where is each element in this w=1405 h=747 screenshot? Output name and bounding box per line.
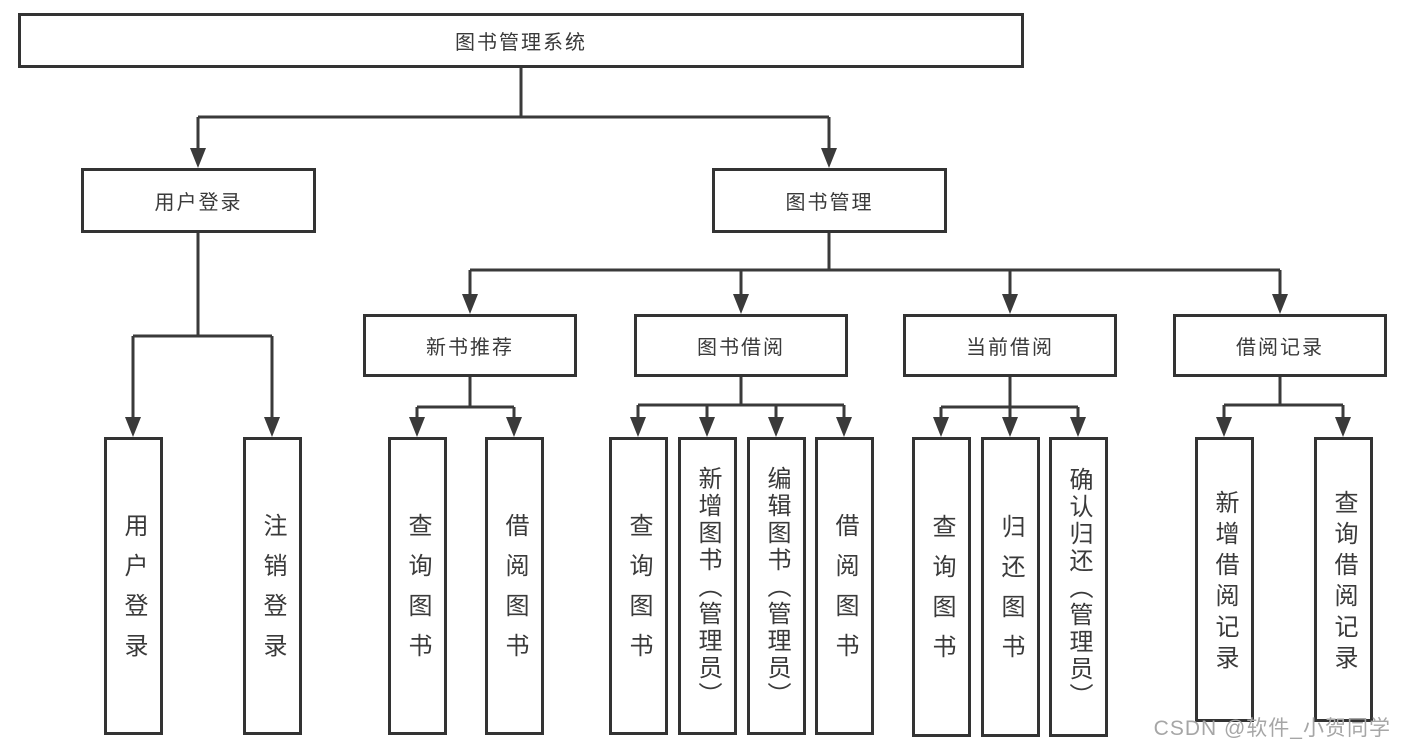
node-confirm-return-admin: 确认归还（管理员） [1049, 437, 1108, 737]
node-book-borrow: 图书借阅 [634, 314, 848, 377]
node-borrow-books: 借阅图书 [815, 437, 874, 735]
node-current-borrow: 当前借阅 [903, 314, 1117, 377]
node-borrow-records: 借阅记录 [1173, 314, 1387, 377]
node-query-books-borrow: 查询图书 [609, 437, 668, 735]
node-borrow-books-recommend: 借阅图书 [485, 437, 544, 735]
node-return-books: 归还图书 [981, 437, 1040, 737]
node-edit-books-admin: 编辑图书（管理员） [747, 437, 806, 735]
node-query-books-current: 查询图书 [912, 437, 971, 737]
node-book-management: 图书管理 [712, 168, 947, 233]
node-add-books-admin: 新增图书（管理员） [678, 437, 737, 735]
node-user-login-action: 用户登录 [104, 437, 163, 735]
node-query-books-recommend: 查询图书 [388, 437, 447, 735]
node-root: 图书管理系统 [18, 13, 1024, 68]
node-logout-action: 注销登录 [243, 437, 302, 735]
node-add-borrow-record: 新增借阅记录 [1195, 437, 1254, 722]
node-new-book-recommend: 新书推荐 [363, 314, 577, 377]
node-user-login: 用户登录 [81, 168, 316, 233]
node-query-borrow-record: 查询借阅记录 [1314, 437, 1373, 722]
watermark: CSDN @软件_小贺同学 [1153, 717, 1391, 740]
arrowheads [125, 148, 1351, 437]
